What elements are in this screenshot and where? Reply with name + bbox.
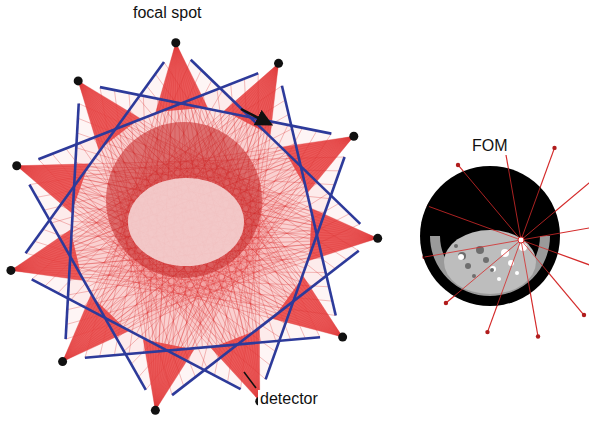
fom-phantom-detail <box>483 257 489 263</box>
fom-phantom-detail <box>497 277 501 281</box>
label: focal spot <box>131 4 203 22</box>
focal-spot-dot <box>349 132 358 141</box>
focal-spot-dot <box>274 59 283 68</box>
fom-phantom-detail <box>465 263 471 269</box>
leader-line <box>244 372 256 388</box>
fom-phantom-detail <box>490 266 496 272</box>
fom-ray-end <box>552 146 556 150</box>
fom-phantom <box>444 230 536 294</box>
fom-phantom-detail <box>472 274 476 278</box>
fom-ray <box>521 240 538 337</box>
focal-spot-dot <box>12 161 21 170</box>
fom-ray <box>446 240 521 303</box>
focal-spot-dot <box>58 357 67 366</box>
fom-phantom-detail <box>454 244 458 248</box>
detector-line <box>100 87 331 134</box>
x-ray-path <box>78 81 254 332</box>
fom-ray <box>521 223 589 240</box>
fom-disc <box>420 166 560 306</box>
focal-spot-dot <box>74 76 83 85</box>
rotation-arrow <box>241 109 270 124</box>
fom-phantom-detail <box>490 268 494 272</box>
focal-spot-dot <box>171 38 180 47</box>
object-region <box>128 178 244 266</box>
focal-spot-dot <box>338 333 347 342</box>
detector-line <box>66 104 79 340</box>
detector-line <box>266 157 345 379</box>
focal-spot-dot <box>151 406 160 415</box>
object-texture <box>128 178 244 266</box>
x-ray-path <box>78 81 300 296</box>
fom-ray <box>521 177 589 240</box>
fom-ray <box>424 240 521 257</box>
focal-spot-dot <box>6 266 15 275</box>
x-ray-path <box>78 81 312 287</box>
label: detector <box>258 390 320 408</box>
fom-phantom-detail <box>458 252 466 260</box>
fom-center <box>518 237 524 243</box>
fom-phantom-detail <box>458 254 464 260</box>
fom-ray-end <box>456 163 460 167</box>
fom-phantom-detail <box>515 271 519 275</box>
detector-line <box>85 337 320 358</box>
fom-ray-end <box>582 313 586 317</box>
fom-ray-end <box>485 330 489 334</box>
fom-ray-end <box>444 301 448 305</box>
fom-ray <box>521 240 589 274</box>
fom-ray <box>521 240 584 315</box>
label: FOM <box>470 137 510 155</box>
fom-ray <box>458 165 521 240</box>
fom-ray-end <box>536 334 540 338</box>
scan-field <box>106 122 262 278</box>
x-ray-path <box>78 81 265 323</box>
x-ray-path <box>78 81 289 305</box>
fom-ray <box>504 143 521 240</box>
focal-spot-dot <box>373 234 382 243</box>
